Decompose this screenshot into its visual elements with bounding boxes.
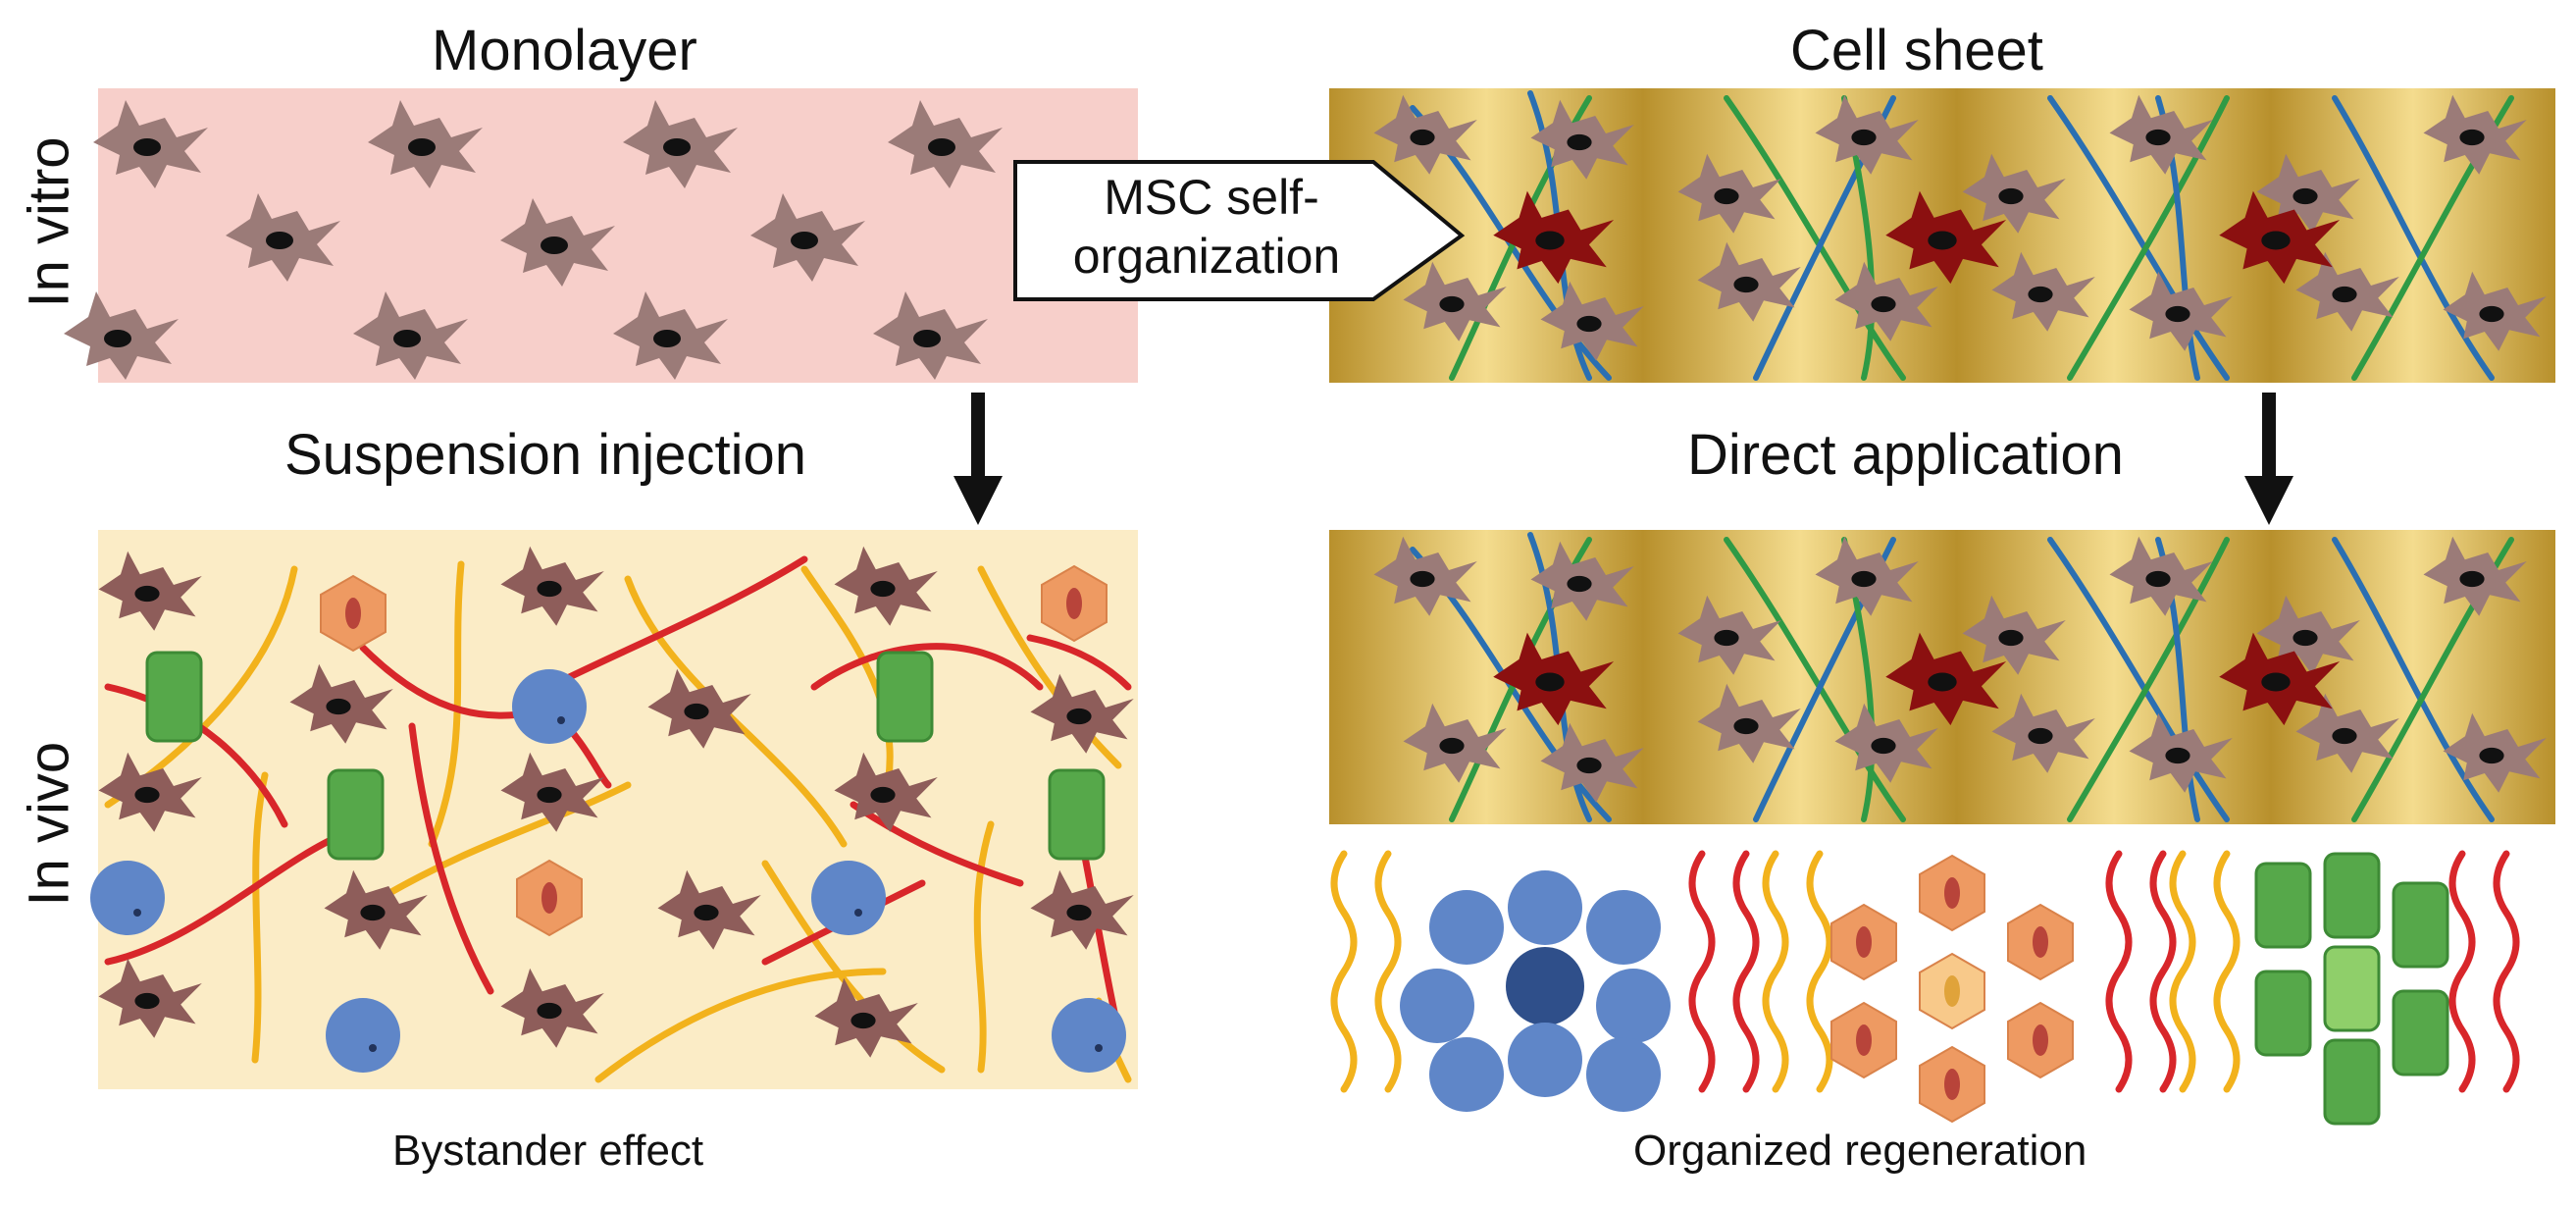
in-vivo-panel bbox=[98, 530, 1138, 1089]
direct-application-label: Direct application bbox=[1687, 423, 2124, 487]
organized-yellow-fibers bbox=[1330, 850, 2241, 1093]
organized-regeneration-caption: Organized regeneration bbox=[1633, 1127, 2087, 1175]
down-arrow-right bbox=[2244, 393, 2293, 525]
monolayer-title: Monolayer bbox=[432, 19, 697, 82]
callout-text-line2: organization bbox=[1072, 229, 1341, 284]
cell-sheet-title: Cell sheet bbox=[1790, 19, 2043, 82]
in-vivo-yellow-fibers bbox=[104, 560, 1132, 1083]
in-vivo-msc-cells bbox=[98, 546, 1134, 1058]
organized-green-cluster bbox=[2254, 852, 2449, 1126]
callout-text-line1: MSC self- bbox=[1104, 170, 1319, 225]
down-arrow-left bbox=[953, 393, 1003, 525]
cell-sheet-top-fibers bbox=[1410, 90, 2514, 381]
monolayer-msc-cells bbox=[64, 100, 1003, 380]
in-vivo-label: In vivo bbox=[17, 741, 81, 907]
in-vivo-green-cells bbox=[145, 651, 1106, 861]
bystander-effect-caption: Bystander effect bbox=[392, 1127, 704, 1175]
suspension-injection-label: Suspension injection bbox=[284, 423, 807, 487]
cell-sheet-bottom-cells bbox=[1373, 536, 2547, 803]
organized-orange-cluster bbox=[1830, 854, 2074, 1124]
in-vitro-label: In vitro bbox=[17, 136, 81, 308]
organized-red-fibers bbox=[1688, 850, 2520, 1093]
in-vivo-orange-cells bbox=[320, 564, 1108, 937]
cell-sheet-top-cells bbox=[1373, 94, 2547, 361]
organized-blue-cluster bbox=[1400, 870, 1671, 1112]
msc-self-organization-callout bbox=[1013, 160, 1466, 301]
in-vivo-blue-cells bbox=[90, 669, 1126, 1073]
